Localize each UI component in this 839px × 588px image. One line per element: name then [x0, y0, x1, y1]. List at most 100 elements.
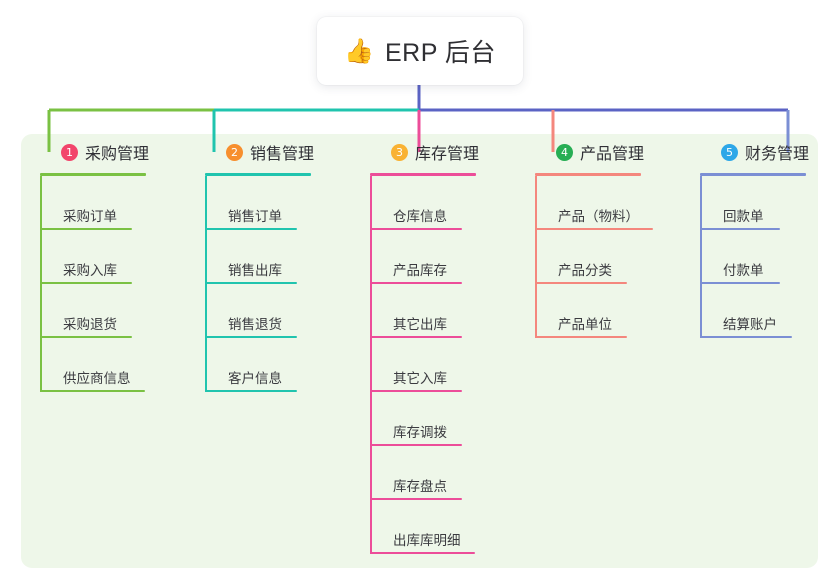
- leaf-item-underline: [700, 336, 792, 338]
- column-5: 5 财务管理回款单付款单结算账户: [700, 140, 809, 338]
- leaf-list-4: 产品（物料） 产品分类产品单位: [535, 176, 653, 338]
- leaf-item-label: 库存调拨: [393, 425, 447, 440]
- leaf-spine-4: [535, 176, 537, 338]
- leaf-item[interactable]: 销售退货: [205, 284, 314, 338]
- leaf-item-label: 产品分类: [558, 263, 612, 278]
- leaf-item[interactable]: 销售出库: [205, 230, 314, 284]
- column-3: 3 库存管理仓库信息产品库存其它出库其它入库库存调拨库存盘点出库库明细: [370, 140, 479, 554]
- leaf-item-underline: [370, 390, 462, 392]
- leaf-item-underline: [370, 282, 462, 284]
- leaf-item-underline: [370, 444, 462, 446]
- root-node[interactable]: 👍 ERP 后台: [317, 17, 523, 85]
- column-1: 1 采购管理采购订单采购入库采购退货供应商信息: [40, 140, 149, 392]
- leaf-item[interactable]: 采购入库: [40, 230, 149, 284]
- leaf-item[interactable]: 付款单: [700, 230, 809, 284]
- leaf-item[interactable]: 结算账户: [700, 284, 809, 338]
- column-underline-3: [370, 173, 476, 176]
- leaf-item-underline: [205, 390, 297, 392]
- column-title-3: 库存管理: [415, 146, 480, 163]
- leaf-list-3: 仓库信息产品库存其它出库其它入库库存调拨库存盘点出库库明细: [370, 176, 479, 554]
- leaf-spine-1: [40, 176, 42, 392]
- leaf-item-underline: [370, 552, 475, 554]
- leaf-spine-3: [370, 176, 372, 554]
- leaf-item-underline: [40, 228, 132, 230]
- leaf-item-label: 客户信息: [228, 371, 282, 386]
- thumbs-up-icon: 👍: [344, 37, 374, 65]
- leaf-item[interactable]: 回款单: [700, 176, 809, 230]
- leaf-item-label: 采购退货: [63, 317, 117, 332]
- column-underline-2: [205, 173, 311, 176]
- root-node-title: ERP 后台: [384, 39, 496, 67]
- leaf-item-underline: [535, 336, 627, 338]
- column-underline-5: [700, 173, 806, 176]
- column-title-1: 采购管理: [85, 146, 150, 163]
- leaf-item[interactable]: 产品库存: [370, 230, 479, 284]
- leaf-item[interactable]: 供应商信息: [40, 338, 149, 392]
- column-title-2: 销售管理: [250, 146, 315, 163]
- leaf-item[interactable]: 其它入库: [370, 338, 479, 392]
- leaf-item-underline: [205, 228, 297, 230]
- leaf-item[interactable]: 产品（物料）: [535, 176, 653, 230]
- leaf-item-label: 采购订单: [63, 209, 117, 224]
- leaf-item-label: 结算账户: [723, 317, 777, 332]
- leaf-item-label: 产品单位: [558, 317, 612, 332]
- column-badge-2: 2: [226, 143, 243, 161]
- leaf-item-underline: [40, 390, 145, 392]
- leaf-item-underline: [535, 228, 653, 230]
- leaf-item-label: 销售出库: [228, 263, 282, 278]
- leaf-item-label: 产品库存: [393, 263, 447, 278]
- column-header-3[interactable]: 3 库存管理: [370, 140, 479, 164]
- leaf-item-label: 其它出库: [393, 317, 447, 332]
- leaf-item-label: 采购入库: [63, 263, 117, 278]
- column-2: 2 销售管理销售订单销售出库销售退货客户信息: [205, 140, 314, 392]
- column-badge-3: 3: [391, 143, 408, 161]
- leaf-item[interactable]: 产品分类: [535, 230, 644, 284]
- leaf-item[interactable]: 产品单位: [535, 284, 644, 338]
- leaf-item-underline: [370, 336, 462, 338]
- leaf-item[interactable]: 库存盘点: [370, 446, 479, 500]
- column-title-5: 财务管理: [745, 146, 810, 163]
- column-4: 4 产品管理产品（物料） 产品分类产品单位: [535, 140, 653, 338]
- root-node-content: 👍 ERP 后台: [344, 33, 496, 69]
- leaf-item-underline: [370, 228, 462, 230]
- column-badge-5: 5: [721, 143, 738, 161]
- leaf-item-underline: [205, 336, 297, 338]
- column-title-4: 产品管理: [580, 146, 645, 163]
- diagram-panel: [21, 134, 818, 568]
- leaf-list-5: 回款单付款单结算账户: [700, 176, 809, 338]
- column-header-2[interactable]: 2 销售管理: [205, 140, 314, 164]
- leaf-item-underline: [535, 282, 627, 284]
- leaf-item-label: 销售订单: [228, 209, 282, 224]
- leaf-item-underline: [700, 228, 780, 230]
- leaf-item-label: 回款单: [723, 209, 764, 224]
- leaf-item-underline: [700, 282, 780, 284]
- leaf-item[interactable]: 仓库信息: [370, 176, 479, 230]
- column-underline-1: [40, 173, 146, 176]
- leaf-list-1: 采购订单采购入库采购退货供应商信息: [40, 176, 149, 392]
- leaf-item[interactable]: 销售订单: [205, 176, 314, 230]
- leaf-item-underline: [370, 498, 462, 500]
- column-header-1[interactable]: 1 采购管理: [40, 140, 149, 164]
- leaf-item-underline: [40, 282, 132, 284]
- leaf-item-label: 库存盘点: [393, 479, 447, 494]
- leaf-item[interactable]: 其它出库: [370, 284, 479, 338]
- leaf-item[interactable]: 出库库明细: [370, 500, 479, 554]
- leaf-item[interactable]: 客户信息: [205, 338, 314, 392]
- column-badge-1: 1: [61, 143, 78, 161]
- leaf-item[interactable]: 采购退货: [40, 284, 149, 338]
- leaf-item-label: 产品（物料）: [558, 209, 639, 224]
- leaf-item[interactable]: 库存调拨: [370, 392, 479, 446]
- column-header-4[interactable]: 4 产品管理: [535, 140, 644, 164]
- leaf-spine-5: [700, 176, 702, 338]
- leaf-item-label: 付款单: [723, 263, 764, 278]
- leaf-list-2: 销售订单销售出库销售退货客户信息: [205, 176, 314, 392]
- leaf-item-label: 供应商信息: [63, 371, 131, 386]
- leaf-spine-2: [205, 176, 207, 392]
- leaf-item-label: 出库库明细: [393, 533, 461, 548]
- column-badge-4: 4: [556, 143, 573, 161]
- leaf-item-underline: [40, 336, 132, 338]
- leaf-item-label: 销售退货: [228, 317, 282, 332]
- column-header-5[interactable]: 5 财务管理: [700, 140, 809, 164]
- leaf-item[interactable]: 采购订单: [40, 176, 149, 230]
- column-underline-4: [535, 173, 641, 176]
